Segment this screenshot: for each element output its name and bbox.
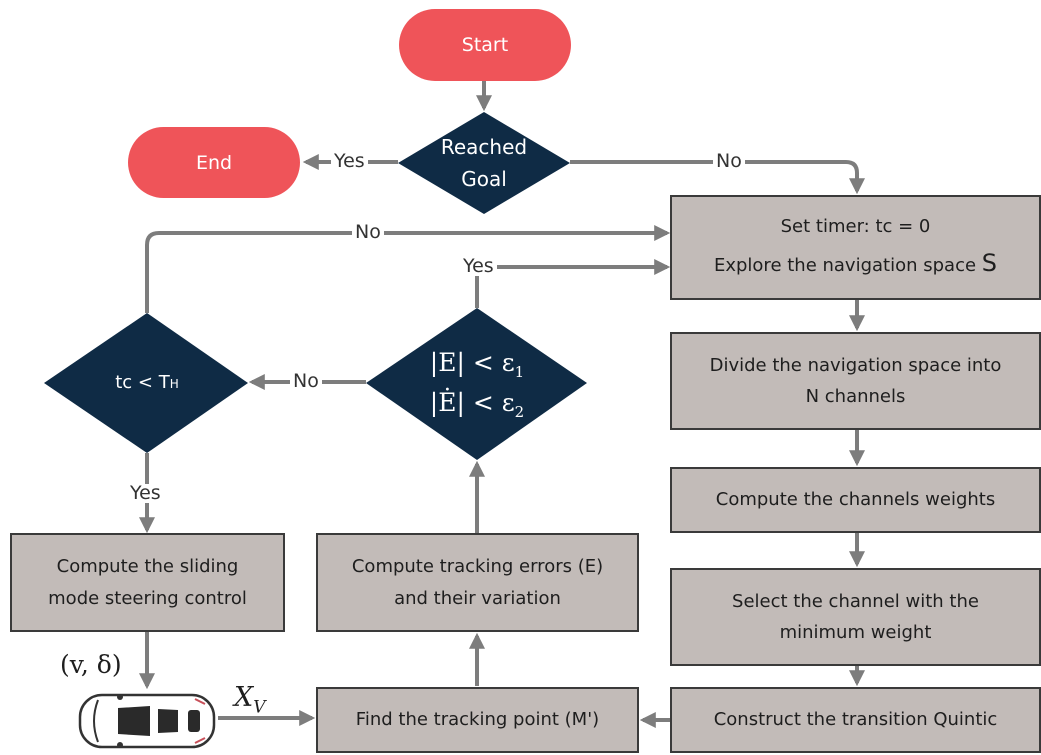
- divide-box: Divide the navigation space into N channe…: [670, 332, 1041, 430]
- divide-line2: N channels: [805, 386, 906, 407]
- set-timer-line2: Explore the navigation space: [713, 255, 977, 277]
- set-timer-line1: Set timer: tc = 0: [780, 215, 931, 237]
- start-label: Start: [461, 34, 509, 56]
- error-cond-2-sub: 2: [514, 403, 525, 421]
- control-input-label: (v, δ): [60, 650, 122, 679]
- compute-weights-box: Compute the channels weights: [670, 467, 1041, 533]
- vehicle-state-label: XV: [234, 682, 266, 717]
- tracking-errors-box: Compute tracking errors (E) and their var…: [316, 533, 639, 632]
- set-timer-line2-wrap: Explore the navigation space S: [714, 242, 997, 284]
- error-cond-1-sub: 1: [514, 362, 525, 381]
- end-label: End: [195, 151, 233, 174]
- goal-line2: Goal: [461, 167, 507, 191]
- sliding-control-box: Compute the sliding mode steering control: [10, 533, 285, 632]
- start-terminal: Start: [399, 9, 571, 81]
- arrow-error-loop: [475, 259, 671, 308]
- timer-condition-sub: H: [169, 376, 179, 391]
- vehicle-state-sub: V: [253, 697, 266, 718]
- timer-condition: tc < TH: [115, 369, 179, 398]
- errors-line2: and their variation: [394, 587, 561, 609]
- error-cond-2-main: |Ė| < ε: [429, 388, 515, 417]
- errors-line1: Compute tracking errors (E): [351, 556, 604, 577]
- arrow-goal-settimer: [570, 160, 865, 195]
- set-timer-box: Set timer: tc = 0 Explore the navigation…: [670, 195, 1041, 300]
- find-point-box: Find the tracking point (M'): [316, 687, 639, 753]
- vehicle-state-main: X: [234, 682, 254, 713]
- end-terminal: End: [128, 127, 300, 198]
- label-no-goal: No: [713, 152, 745, 171]
- label-no-timer-loop: No: [352, 223, 384, 242]
- divide-line1: Divide the navigation space into: [709, 354, 1002, 376]
- error-cond-1: |E| < ε1: [430, 344, 524, 384]
- goal-line1: Reached: [440, 135, 528, 159]
- car-icon: [78, 693, 216, 749]
- sliding-line2: mode steering control: [48, 587, 247, 609]
- construct-line1: Construct the transition Quintic: [713, 709, 998, 731]
- label-yes-error-loop: Yes: [460, 257, 497, 276]
- sliding-line1: Compute the sliding: [56, 556, 239, 577]
- error-cond-2: |Ė| < ε2: [430, 384, 524, 424]
- decision-error-text: |E| < ε1 |Ė| < ε2: [376, 340, 578, 428]
- select-line1: Select the channel with the: [732, 590, 979, 612]
- decision-goal-shape: [398, 112, 570, 214]
- arrow-timer-loop: [145, 225, 671, 313]
- select-channel-box: Select the channel with the minimum weigh…: [670, 568, 1041, 666]
- find-point-line1: Find the tracking point (M'): [355, 709, 600, 731]
- error-cond-1-main: |E| < ε: [429, 347, 515, 377]
- label-yes-end: Yes: [331, 152, 368, 171]
- timer-condition-main: tc < T: [115, 371, 170, 393]
- navigation-space-symbol: S: [981, 249, 998, 278]
- select-line2: minimum weight: [779, 622, 932, 643]
- decision-error-shape: [366, 308, 587, 460]
- compute-weights-line1: Compute the channels weights: [715, 489, 996, 511]
- label-yes-timer: Yes: [127, 484, 164, 503]
- construct-box: Construct the transition Quintic: [670, 687, 1041, 753]
- decision-timer-text: tc < TH: [64, 363, 230, 403]
- label-no-error: No: [290, 372, 322, 391]
- decision-timer-shape: [44, 313, 248, 453]
